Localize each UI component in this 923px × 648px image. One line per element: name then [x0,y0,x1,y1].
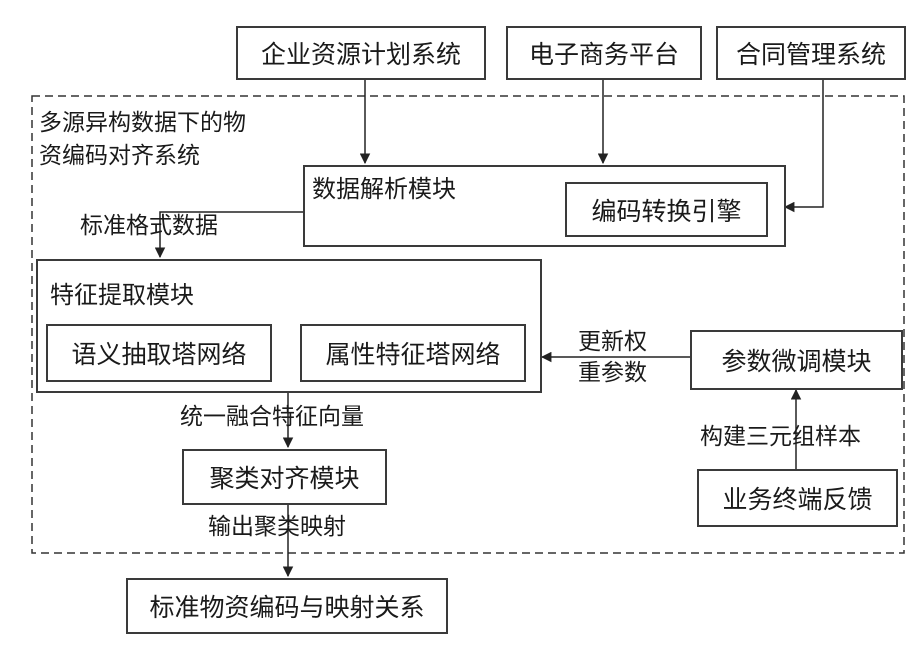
business-terminal-feedback-box: 业务终端反馈 [697,469,898,527]
semantic-extraction-tower-box: 语义抽取塔网络 [46,324,272,382]
encoding-engine-box: 编码转换引擎 [565,182,768,237]
ecommerce-platform-box: 电子商务平台 [506,26,702,80]
system-title-line1: 多源异构数据下的物 [39,103,246,137]
standard-material-coding-output-box: 标准物资编码与映射关系 [126,578,448,634]
update-weights-label-line2: 重参数 [578,360,647,386]
system-title-line2: 资编码对齐系统 [39,136,200,170]
parameter-tuning-module: 参数微调模块 [690,330,903,390]
fused-feature-vector-label: 统一融合特征向量 [180,404,364,430]
cluster-mapping-output-label: 输出聚类映射 [208,514,346,540]
erp-system-box: 企业资源计划系统 [236,26,486,80]
update-weights-label-line1: 更新权 [578,329,647,355]
standard-format-data-label: 标准格式数据 [80,213,218,239]
feature-extraction-module-title: 特征提取模块 [50,282,194,310]
attribute-feature-tower-box: 属性特征塔网络 [300,324,526,382]
triplet-samples-label: 构建三元组样本 [700,424,861,450]
cluster-alignment-module: 聚类对齐模块 [182,449,387,505]
data-parse-module-title: 数据解析模块 [312,176,456,204]
contract-system-box: 合同管理系统 [716,26,906,80]
arrow-contract-to-engine [785,80,823,207]
